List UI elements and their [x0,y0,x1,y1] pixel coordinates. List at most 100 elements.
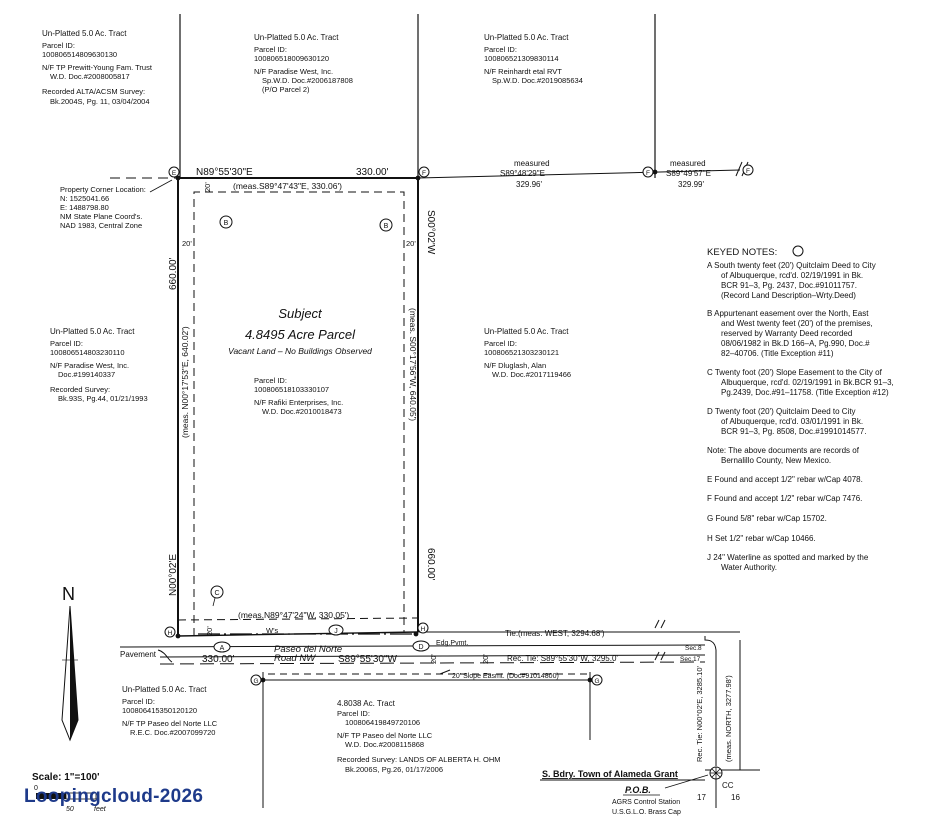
easement-width: 20' [182,239,192,248]
south-bearing: S89°55'30"W [338,654,397,665]
scale-fifty: 50 [66,806,74,813]
scale-bar-filled [36,793,66,799]
keyed-note-j: J [328,624,344,636]
deed: Doc.#199140337 [58,370,115,379]
mid-left-tract-label: Un-Platted 5.0 Ac. Tract Parcel ID: 1008… [50,327,148,403]
owner: N/F Paradise West, Inc. [50,361,129,370]
west-bearing: N00°02'E [168,554,179,596]
svg-text:C: C [214,590,219,597]
north-distance: 330.00' [356,167,389,178]
svg-text:H: H [421,626,426,633]
easement-width: 20' [406,239,416,248]
owner: N/F Paradise West, Inc. [254,67,333,76]
deed: Sp.W.D. Doc.#2006187808 [262,76,353,85]
linework [110,14,760,808]
note-b-line: and West twenty feet (20') of the premis… [721,319,873,328]
keyed-note-c: C [210,585,224,599]
grant-label: S. Bdry. Town of Alameda Grant [542,769,678,779]
easement-width: 20' [481,654,490,664]
note-b-line: reserved by Warranty Deed recorded [721,329,852,338]
tract-title: Un-Platted 5.0 Ac. Tract [122,685,207,694]
subject-note: Vacant Land – No Buildings Observed [228,346,372,356]
marker-f-far-east: F [742,164,754,176]
north-arrow-icon [61,605,79,742]
water-service-label: W's [266,626,279,635]
tract-title: Un-Platted 5.0 Ac. Tract [42,29,127,38]
bottom-left-tract-label: Un-Platted 5.0 Ac. Tract Parcel ID: 1008… [122,685,218,737]
svg-text:F: F [422,170,426,177]
tract-title: Un-Platted 5.0 Ac. Tract [50,327,135,336]
parcel-id: 100806514809630130 [42,50,117,59]
top-left-tract-label: Un-Platted 5.0 Ac. Tract Parcel ID: 1008… [42,29,153,106]
scale-feet: feet [94,806,107,813]
measured-bearing-1: S89°48'29"E [500,169,545,178]
pob-label: P.O.B. [625,785,651,795]
monument-markers: E F F F H H G [164,164,754,686]
road-type: Road NW [274,653,316,664]
corner-cc: CC [722,781,734,790]
top-mid-tract-label: Un-Platted 5.0 Ac. Tract Parcel ID: 1008… [254,33,353,94]
parcel-id: 100806518103330107 [254,385,329,394]
marker-h-southwest: H [164,626,181,639]
owner: N/F Rafiki Enterprises, Inc. [254,398,343,407]
note-c-line: C Twenty foot (20') Slope Easement to th… [707,368,883,377]
parcel-note: (P/O Parcel 2) [262,85,310,94]
east-bearing: S00°02'W [425,210,436,255]
section-17: Sec.17 [680,656,701,663]
survey-label: Recorded ALTA/ACSM Survey: [42,87,145,96]
svg-text:F: F [746,168,750,175]
deed: W.D. Doc.#2010018473 [262,407,342,416]
note-j-line: J 24" Waterline as spotted and marked by… [707,553,869,562]
note-e: E Found and accept 1/2" rebar w/Cap 4078… [707,475,863,484]
bottom-mid-tract-label: 4.8038 Ac. Tract Parcel ID: 100806419849… [337,699,501,774]
measured-label-2: measured [670,159,706,168]
svg-text:J: J [334,628,338,635]
survey-label: Recorded Survey: [50,385,110,394]
pavement-label: Pavement [120,650,157,659]
svg-text:D: D [418,644,423,651]
scale-label: Scale: 1"=100' [32,772,99,783]
parcel-id: 100806521303230121 [484,348,559,357]
deed: W.D. Doc.#2008115868 [345,740,424,749]
parcel-label: Parcel ID: [254,45,287,54]
owner: N/F TP Paseo del Norte LLC [122,719,218,728]
south-distance: 330.00' [202,654,235,665]
note-g: G Found 5/8" rebar w/Cap 15702. [707,514,827,523]
brass-cap: U.S.G.L.O. Brass Cap [612,809,681,816]
coordinate-system: NM State Plane Coord's. [60,212,142,221]
note-c-line: Albuquerque, rcd'd. 02/19/1991 in Bk.BCR… [721,378,894,387]
north-letter: N [62,584,75,604]
owner: N/F Reinhardt etal RVT [484,67,562,76]
south-measured: (meas.N89°47'24"W, 330.05') [238,610,349,620]
svg-text:A: A [220,645,225,652]
easement-width: 20' [203,182,212,192]
note-c-line: Pg.2439, Doc.#91–11758. (Title Exception… [721,388,889,397]
marker-g-west: G [250,674,266,686]
survey-ref: Bk.93S, Pg.44, 01/21/1993 [58,394,148,403]
corner-title: Property Corner Location: [60,185,146,194]
measured-distance-1: 329.96' [516,180,542,189]
watermark-text: Loopingcloud-2026 [24,786,204,807]
north-arrow: N [61,584,79,742]
survey-ref: Bk.2006S, Pg.26, 01/17/2006 [345,765,443,774]
corner-location-label: Property Corner Location: N: 1525041.66 … [60,185,146,230]
section-16-label: 16 [731,793,740,802]
road-name: Paseo del Norte [274,644,342,655]
tract-title: 4.8038 Ac. Tract [337,699,396,708]
note-a-line: A South twenty feet (20') Quitclaim Deed… [707,261,876,270]
parcel-id: 100806518009630120 [254,54,329,63]
parcel-id: 100806419849720106 [345,718,420,727]
easement-width: 20' [429,654,438,664]
northeast-tie-measured: (meas. NORTH, 3277.98') [724,675,733,762]
note-a-line: of Albuquerque, rcd'd. 02/19/1991 in Bk. [721,271,863,280]
keyed-note-b-west: B [219,215,233,229]
svg-text:H: H [168,630,173,637]
note-b-line: B Appurtenant easement over the North, E… [707,309,869,318]
note-d-line: BCR 91–3, Pg. 8508, Doc.#1991014577. [721,427,866,436]
control-station-icon [709,766,723,780]
marker-e-northwest: E [168,166,181,181]
svg-text:G: G [253,678,258,685]
parcel-id: 100806415350120120 [122,706,197,715]
marker-f-northeast: F [415,166,430,181]
